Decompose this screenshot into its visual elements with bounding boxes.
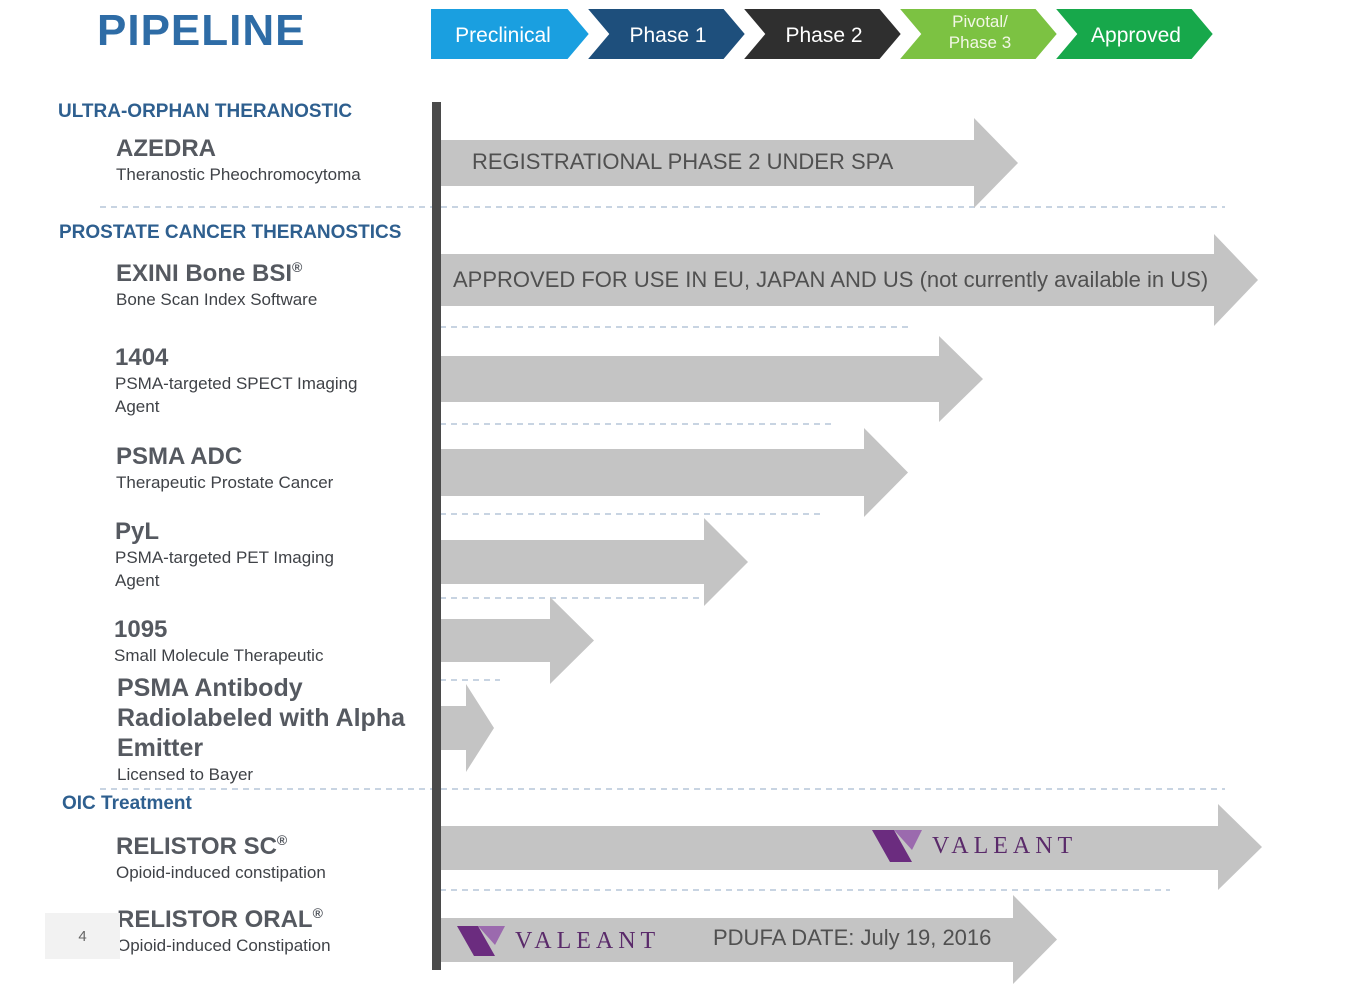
product-desc: PSMA-targeted SPECT Imaging Agent [115, 374, 358, 416]
product-desc: Opioid-induced constipation [116, 863, 326, 882]
product-name: PyL [115, 518, 160, 545]
valeant-logo-sc: VALEANT [872, 830, 1077, 862]
registered-mark: ® [292, 259, 303, 275]
product-name: RELISTOR ORAL [117, 906, 313, 933]
phase-label: Approved [1091, 24, 1181, 47]
phase-chevron-5 [1051, 8, 1216, 61]
valeant-wordmark: VALEANT [515, 927, 661, 954]
valeant-wordmark: VALEANT [932, 832, 1078, 859]
phase-label: Phase 1 [629, 24, 706, 47]
progress-arrow-psma-antibody [441, 684, 494, 772]
section-oic: OIC Treatment [62, 793, 192, 814]
product-exini: EXINI Bone BSI® Bone Scan Index Software [116, 259, 317, 311]
product-name: AZEDRA [116, 135, 216, 162]
product-name: PSMA ADC [116, 443, 243, 470]
registered-mark: ® [312, 905, 323, 921]
phase-header: Preclinical Phase 1 Phase 2 Pivotal/Phase 3… [430, 8, 1216, 61]
product-psma-adc: PSMA ADC Therapeutic Prostate Cancer [116, 443, 333, 494]
arrow-label-relistor-oral: PDUFA DATE: July 19, 2016 [713, 925, 992, 950]
product-name-line1: PSMA Antibody [117, 674, 303, 702]
timeline-axis [432, 102, 441, 970]
arrow-label-exini: APPROVED FOR USE IN EU, JAPAN AND US (no… [453, 267, 1209, 292]
progress-arrow-1095 [441, 597, 594, 684]
section-prostate: PROSTATE CANCER THERANOSTICS [59, 222, 402, 243]
product-relistor-oral: RELISTOR ORAL® Opioid-induced Constipati… [117, 905, 331, 957]
phase-label: Pivotal/ [952, 12, 1008, 31]
product-1404: 1404 PSMA-targeted SPECT Imaging Agent [115, 344, 405, 418]
product-psma-antibody: PSMA Antibody Radiolabeled with Alpha Em… [117, 673, 405, 786]
product-desc: Opioid-induced Constipation [117, 936, 331, 955]
product-desc: Theranostic Pheochromocytoma [116, 165, 361, 184]
product-name: 1095 [114, 616, 168, 643]
registered-mark: ® [276, 832, 288, 848]
page-number: 4 [45, 913, 120, 959]
product-desc: Therapeutic Prostate Cancer [116, 473, 334, 492]
product-azedra: AZEDRA Theranostic Pheochromocytoma [116, 135, 361, 186]
product-name: 1404 [115, 344, 169, 371]
progress-arrow-1404 [441, 336, 983, 422]
phase-label: Phase 2 [785, 24, 862, 47]
product-desc: Bone Scan Index Software [116, 290, 318, 309]
valeant-mark-icon [457, 926, 505, 956]
phase-label: Preclinical [455, 24, 551, 47]
progress-arrow-pyl [441, 518, 748, 606]
product-name-line2: Radiolabeled with Alpha [117, 704, 405, 732]
arrow-label-azedra: REGISTRATIONAL PHASE 2 UNDER SPA [472, 149, 894, 174]
product-relistor-sc: RELISTOR SC® Opioid-induced constipation [116, 832, 326, 884]
product-desc: Small Molecule Therapeutic [114, 646, 324, 665]
product-name: RELISTOR SC [116, 833, 277, 860]
phase-chevron-1 [430, 8, 592, 61]
valeant-mark-icon [872, 830, 922, 862]
product-name: EXINI Bone BSI [116, 260, 293, 287]
page-title: PIPELINE [97, 6, 306, 55]
section-ultra-orphan: ULTRA-ORPHAN THERANOSTIC [58, 101, 353, 122]
valeant-logo-oral: VALEANT [457, 926, 660, 956]
product-name-line3: Emitter [117, 734, 204, 762]
phase-chevron-4 [895, 8, 1060, 61]
progress-arrow-psma-adc [441, 428, 908, 517]
product-pyl: PyL PSMA-targeted PET Imaging Agent [115, 518, 375, 592]
phase-chevron-2 [583, 8, 748, 61]
product-desc: PSMA-targeted PET Imaging Agent [115, 548, 334, 590]
progress-arrow-relistor-sc [441, 804, 1262, 890]
product-1095: 1095 Small Molecule Therapeutic [114, 616, 323, 667]
phase-label: Phase 3 [949, 33, 1011, 52]
phase-chevron-3 [739, 8, 904, 61]
product-desc: Licensed to Bayer [117, 765, 254, 784]
